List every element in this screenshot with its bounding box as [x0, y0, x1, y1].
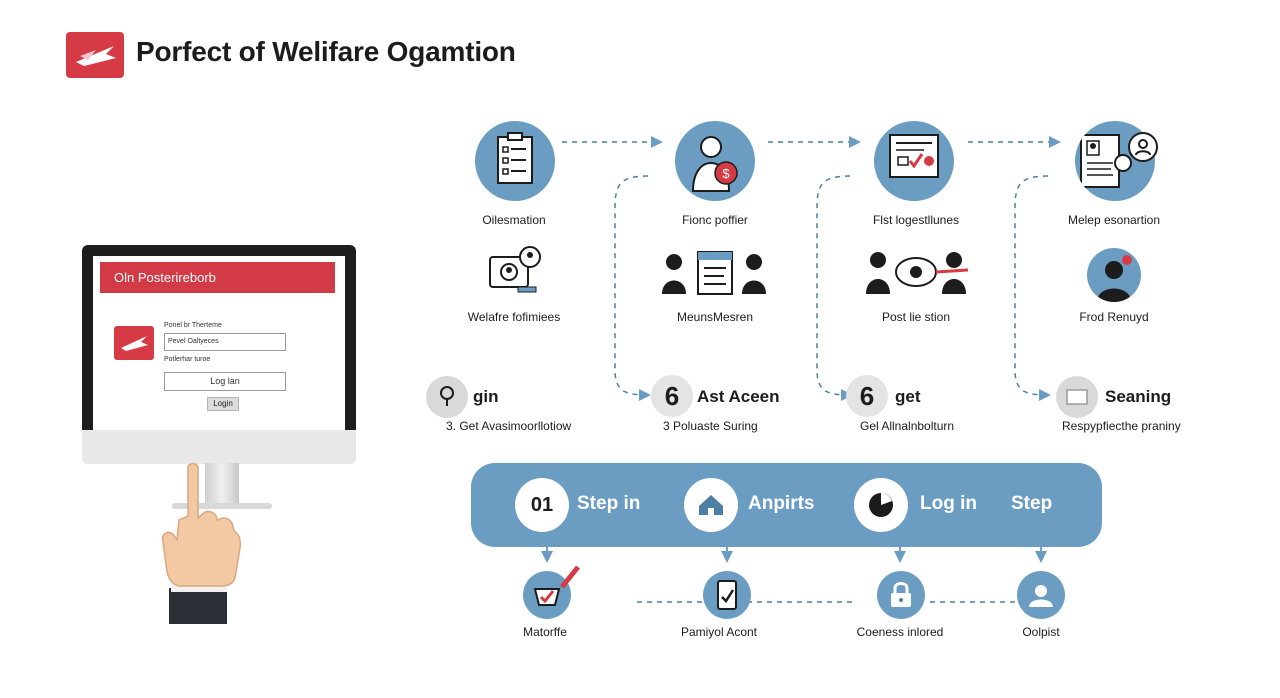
portal-logo [114, 326, 154, 360]
band-label-1[interactable]: Step in [577, 493, 641, 514]
field-label-2: Potlerhar turoe [164, 356, 211, 363]
step-sub-3: Gel Allnalnbolturn [860, 419, 955, 433]
bottom-caption-1: Matorffe [523, 625, 567, 639]
monitor-chin [82, 430, 356, 464]
people-eye-icon [864, 246, 976, 296]
step-badge-2: 6 [651, 375, 693, 417]
tablet-check-icon [703, 571, 751, 619]
user-badge-icon [1128, 132, 1158, 162]
flow-mid-caption-1: Welafre fofimiees [467, 310, 561, 324]
portal-input-2[interactable]: Log lan [164, 372, 286, 391]
step-sub-1: 3. Get Avasimoorllotiow [446, 419, 572, 433]
band-label-3[interactable]: Log in [920, 493, 977, 514]
cart-check-icon [523, 571, 571, 619]
clipboard-icon [475, 121, 555, 201]
svg-text:$: $ [722, 166, 730, 181]
band-label-2[interactable]: Anpirts [748, 493, 815, 514]
monitor-stand [205, 463, 239, 508]
brand-logo [66, 32, 124, 78]
step-badge-4 [1056, 376, 1098, 418]
monitor-stand-base [172, 503, 272, 509]
user-profile-icon [1017, 571, 1065, 619]
person-money-bag-icon: $ [675, 121, 755, 201]
step-badge-3: 6 [846, 375, 888, 417]
portal-title: Oln Posterireborb [114, 270, 216, 285]
people-document-icon [660, 246, 772, 296]
step-title-1: gin [473, 387, 499, 406]
pie-chart-icon [854, 478, 908, 532]
step-title-4: Seaning [1105, 387, 1172, 406]
pointing-hand-icon [155, 460, 255, 625]
step-badge-1 [426, 376, 468, 418]
flow-caption-3: Flst logestllunes [872, 213, 960, 227]
bottom-caption-3: Coeness inlored [856, 625, 944, 639]
steps-band [471, 463, 1102, 547]
document-check-icon [874, 121, 954, 201]
support-agent-icon [1087, 248, 1141, 302]
step-sub-4: Respypfiecthe praniny [1062, 419, 1181, 433]
portal-input-1[interactable]: Pevel Oaltyeces [164, 333, 286, 351]
lock-icon [877, 571, 925, 619]
band-badge-01: 01 [515, 478, 569, 532]
flow-mid-caption-3: Post lie stion [881, 310, 951, 324]
field-label-1: Ponel br Therteme [164, 322, 222, 329]
login-button[interactable]: Login [207, 397, 239, 411]
step-sub-2: 3 Poluaste Suring [663, 419, 758, 433]
step-title-3: get [895, 387, 921, 406]
flow-caption-2: Fionc poffier [682, 213, 748, 227]
flow-mid-caption-4: Frod Renuyd [1079, 310, 1149, 324]
flow-caption-1: Oilesmation [482, 213, 546, 227]
monitor-user-icon [488, 245, 544, 297]
bottom-caption-4: Oolpist [1022, 625, 1060, 639]
flow-mid-caption-2: MeunsMesren [676, 310, 754, 324]
pen-icon [560, 563, 582, 589]
page-title: Porfect of Welifare Ogamtion [136, 36, 516, 67]
band-label-4[interactable]: Step [1011, 493, 1053, 514]
step-title-2: Ast Aceen [697, 387, 780, 406]
portal-header: Oln Posterireborb [100, 262, 335, 293]
home-icon [684, 478, 738, 532]
bottom-caption-2: Pamiyol Acont [680, 625, 758, 639]
flow-caption-4: Melep esonartion [1067, 213, 1161, 227]
